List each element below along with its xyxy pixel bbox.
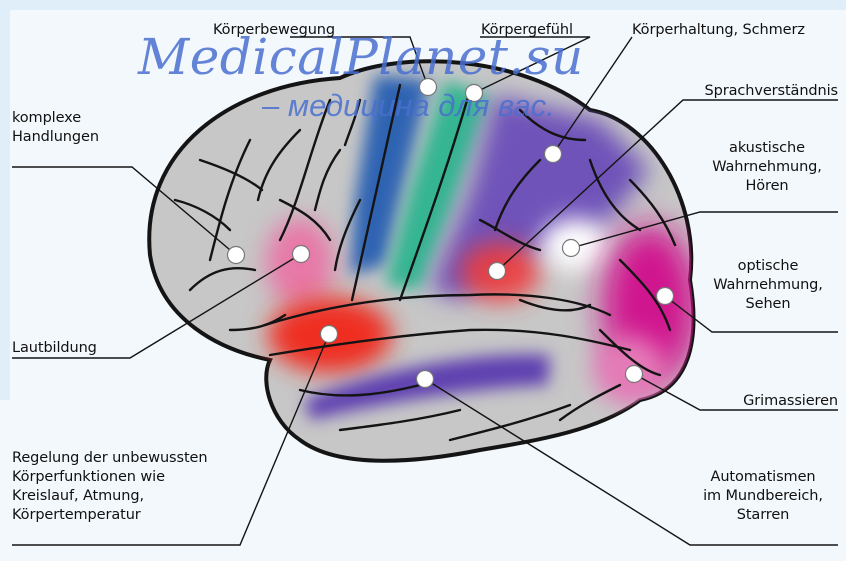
label-koerperbewegung: Körperbewegung — [213, 21, 335, 40]
label-akustische: akustische Wahrnehmung, Hören — [700, 139, 834, 196]
marker-akustische — [563, 240, 580, 257]
label-sprachverstaendnis: Sprachverständnis — [705, 82, 838, 101]
marker-sprachverstaendnis — [489, 263, 506, 280]
watermark-slogan: – медицина для вас. — [262, 88, 555, 124]
label-koerpergefuehl: Körpergefühl — [481, 21, 573, 40]
label-optische: optische Wahrnehmung, Sehen — [698, 257, 838, 314]
label-lautbildung: Lautbildung — [12, 339, 97, 358]
marker-automatismen — [417, 371, 434, 388]
label-komplexe-handlungen: komplexe Handlungen — [12, 109, 99, 147]
marker-optische — [657, 288, 674, 305]
label-koerperhaltung: Körperhaltung, Schmerz — [632, 21, 805, 40]
marker-koerperhaltung — [545, 146, 562, 163]
label-automatismen: Automatismen im Mundbereich, Starren — [690, 468, 836, 525]
label-regelung: Regelung der unbewussten Körperfunktione… — [12, 449, 207, 525]
marker-komplexe — [228, 247, 245, 264]
label-grimassieren: Grimassieren — [743, 392, 838, 411]
marker-regelung — [321, 326, 338, 343]
marker-lautbildung-area — [293, 246, 310, 263]
marker-grimassieren — [626, 366, 643, 383]
